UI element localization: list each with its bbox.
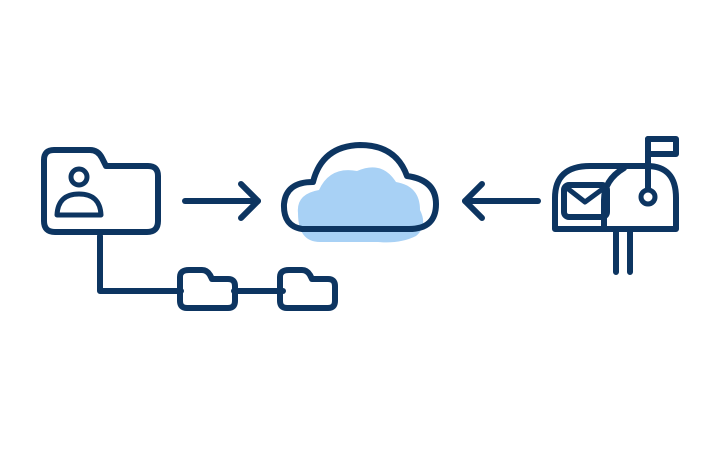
arrow-left-icon: [462, 181, 541, 221]
user-folder-icon: [41, 147, 161, 235]
mailbox-post: [613, 229, 633, 275]
envelope-icon: [561, 182, 610, 220]
flag-pivot: [638, 187, 658, 207]
mailbox-icon: [552, 136, 679, 275]
connector-line: [97, 233, 184, 294]
flag: [645, 136, 679, 157]
folder-icon: [177, 267, 238, 311]
folder-outline: [41, 147, 161, 235]
user-body: [54, 191, 104, 218]
user-head: [68, 166, 90, 188]
cloud-fill: [297, 167, 424, 243]
cloud-icon: [280, 142, 439, 243]
folder-icon: [277, 267, 338, 311]
cloud-outline: [280, 142, 439, 232]
arrow-right-icon: [182, 181, 261, 221]
